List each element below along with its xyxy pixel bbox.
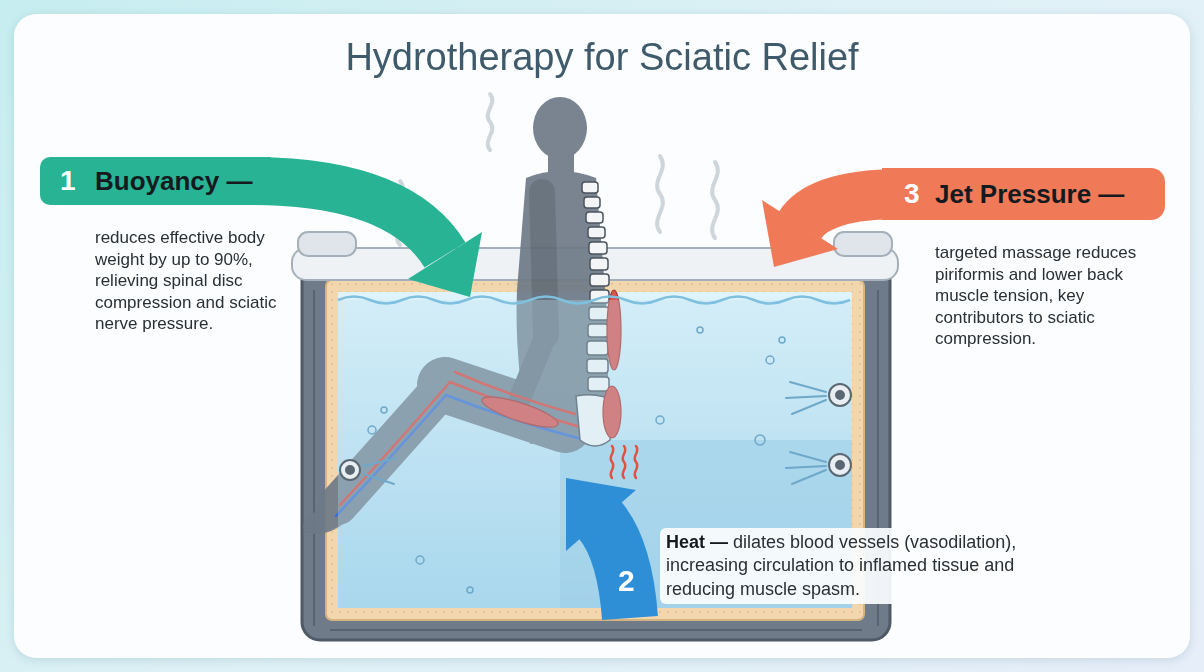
bubble [697,327,703,333]
spray-line [364,474,394,484]
bubble [656,416,664,424]
bubble [416,556,424,564]
vertebra [588,227,605,238]
steam-wisp [657,156,663,232]
spray-line [786,396,826,398]
callout-number: 2 [618,564,635,598]
callout-heading: Heat — [666,532,728,552]
bubble [766,356,774,364]
spray-line [364,458,396,466]
steam-wisp [488,94,493,150]
bubble [755,435,765,445]
spray-line [792,400,826,414]
spray-line [792,470,826,484]
callout-number: 3 [904,178,935,210]
buoyancy-arrow [250,181,482,297]
panel-line [313,290,315,626]
heat-waves [611,446,638,478]
vertebra [586,212,603,223]
callout-heading: Jet Pressure — [935,179,1124,210]
arrow-head [762,200,838,267]
vertebra [590,274,609,286]
jet-nozzle [836,391,844,399]
callout-body: reduces effective body weight by up to 9… [95,227,293,335]
callout-banner: 1Buoyancy — [40,157,271,205]
bubble [381,407,387,413]
bubble [779,337,785,343]
bubble [467,587,473,593]
callout: 2Heat — dilates blood vessels (vasodilat… [612,528,1052,618]
arrow-head [408,232,482,297]
vertebra [589,242,607,254]
callout-heading: Buoyancy — [95,166,253,197]
vertebra [582,182,598,193]
vertebra [584,197,600,208]
panel-line [330,629,862,631]
jet-nozzle [829,384,851,406]
callout-text: Heat — dilates blood vessels (vasodilati… [660,528,1057,604]
arrow-head [566,478,636,551]
bubble [368,426,376,434]
jet-nozzle [836,461,844,469]
jet-nozzle [829,454,851,476]
callout: 1Buoyancy — reduces effective body weight… [40,157,293,335]
callout: 3Jet Pressure — targeted massage reduces … [882,168,1165,350]
jet-nozzle [340,460,360,480]
jet-nozzle [346,466,354,474]
callout-banner: 3Jet Pressure — [882,168,1165,220]
spray-line [790,452,826,462]
heat-arrow [566,478,636,618]
spray-line [790,382,826,392]
callout-number: 1 [60,165,95,197]
headrest [298,232,356,256]
arrow-body [250,181,445,255]
callout-body: targeted massage reduces piriformis and … [935,242,1163,350]
heat-wave [635,446,638,478]
jet-pressure-arrow [762,194,900,267]
steam-wisp [712,162,718,238]
diagram-title: Hydrotherapy for Sciatic Relief [0,36,1204,79]
jets [340,384,851,480]
spray-line [786,466,826,468]
water-surface [338,297,850,304]
heat-wave [623,446,626,478]
headrest [834,232,892,256]
jet-spray [364,382,826,484]
heat-wave [611,446,614,478]
vertebra [590,258,608,270]
